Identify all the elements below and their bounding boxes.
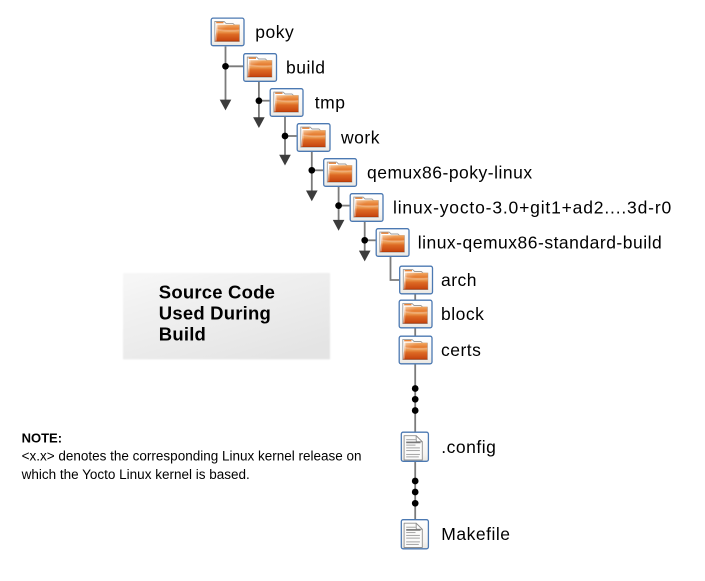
svg-text:which the Yocto Linux kernel i: which the Yocto Linux kernel is based.: [21, 467, 250, 482]
svg-text:<x.x> denotes the correspondin: <x.x> denotes the corresponding Linux ke…: [22, 449, 362, 464]
svg-text:.config: .config: [441, 437, 496, 457]
svg-text:qemux86-poky-linux: qemux86-poky-linux: [367, 163, 533, 183]
svg-text:build: build: [286, 58, 325, 78]
svg-text:NOTE:: NOTE:: [22, 430, 62, 445]
svg-text:Makefile: Makefile: [441, 524, 510, 544]
svg-text:work: work: [340, 128, 380, 148]
svg-text:Used During: Used During: [159, 302, 271, 323]
svg-text:linux-qemux86-standard-build: linux-qemux86-standard-build: [418, 233, 663, 253]
svg-text:Build: Build: [159, 324, 206, 345]
svg-text:arch: arch: [441, 270, 477, 290]
svg-text:linux-yocto-3.0+git1+ad2....3d: linux-yocto-3.0+git1+ad2....3d-r0: [393, 198, 672, 218]
svg-text:block: block: [441, 304, 484, 324]
svg-text:poky: poky: [255, 22, 294, 42]
svg-text:tmp: tmp: [315, 93, 346, 113]
svg-text:Source Code: Source Code: [159, 282, 275, 303]
svg-text:certs: certs: [441, 340, 481, 360]
